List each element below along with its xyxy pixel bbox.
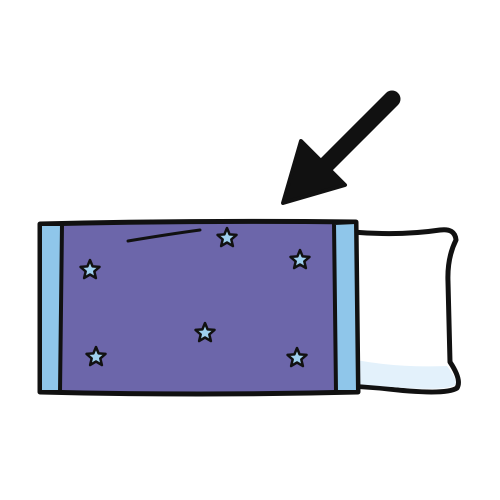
star-icon: [216, 226, 238, 248]
arrow-down-left-icon: [281, 90, 401, 205]
star-icon: [79, 258, 101, 280]
star-pattern: [79, 226, 311, 368]
pillow-shadow: [356, 360, 456, 389]
star-icon: [289, 248, 311, 270]
pillowcase-body: [37, 218, 361, 397]
star-icon: [286, 346, 308, 368]
arrow-head: [281, 139, 347, 205]
star-icon: [194, 321, 216, 343]
pillowcase-left-band: [38, 222, 64, 394]
arrow-shaft: [316, 90, 401, 175]
pillowcase-icon: [37, 218, 361, 397]
pillowcase-right-band: [332, 220, 360, 394]
pillow-icon: [349, 227, 461, 395]
pillowcase-fold-line: [126, 228, 202, 243]
star-icon: [85, 345, 107, 367]
pillow-shape: [349, 227, 461, 395]
